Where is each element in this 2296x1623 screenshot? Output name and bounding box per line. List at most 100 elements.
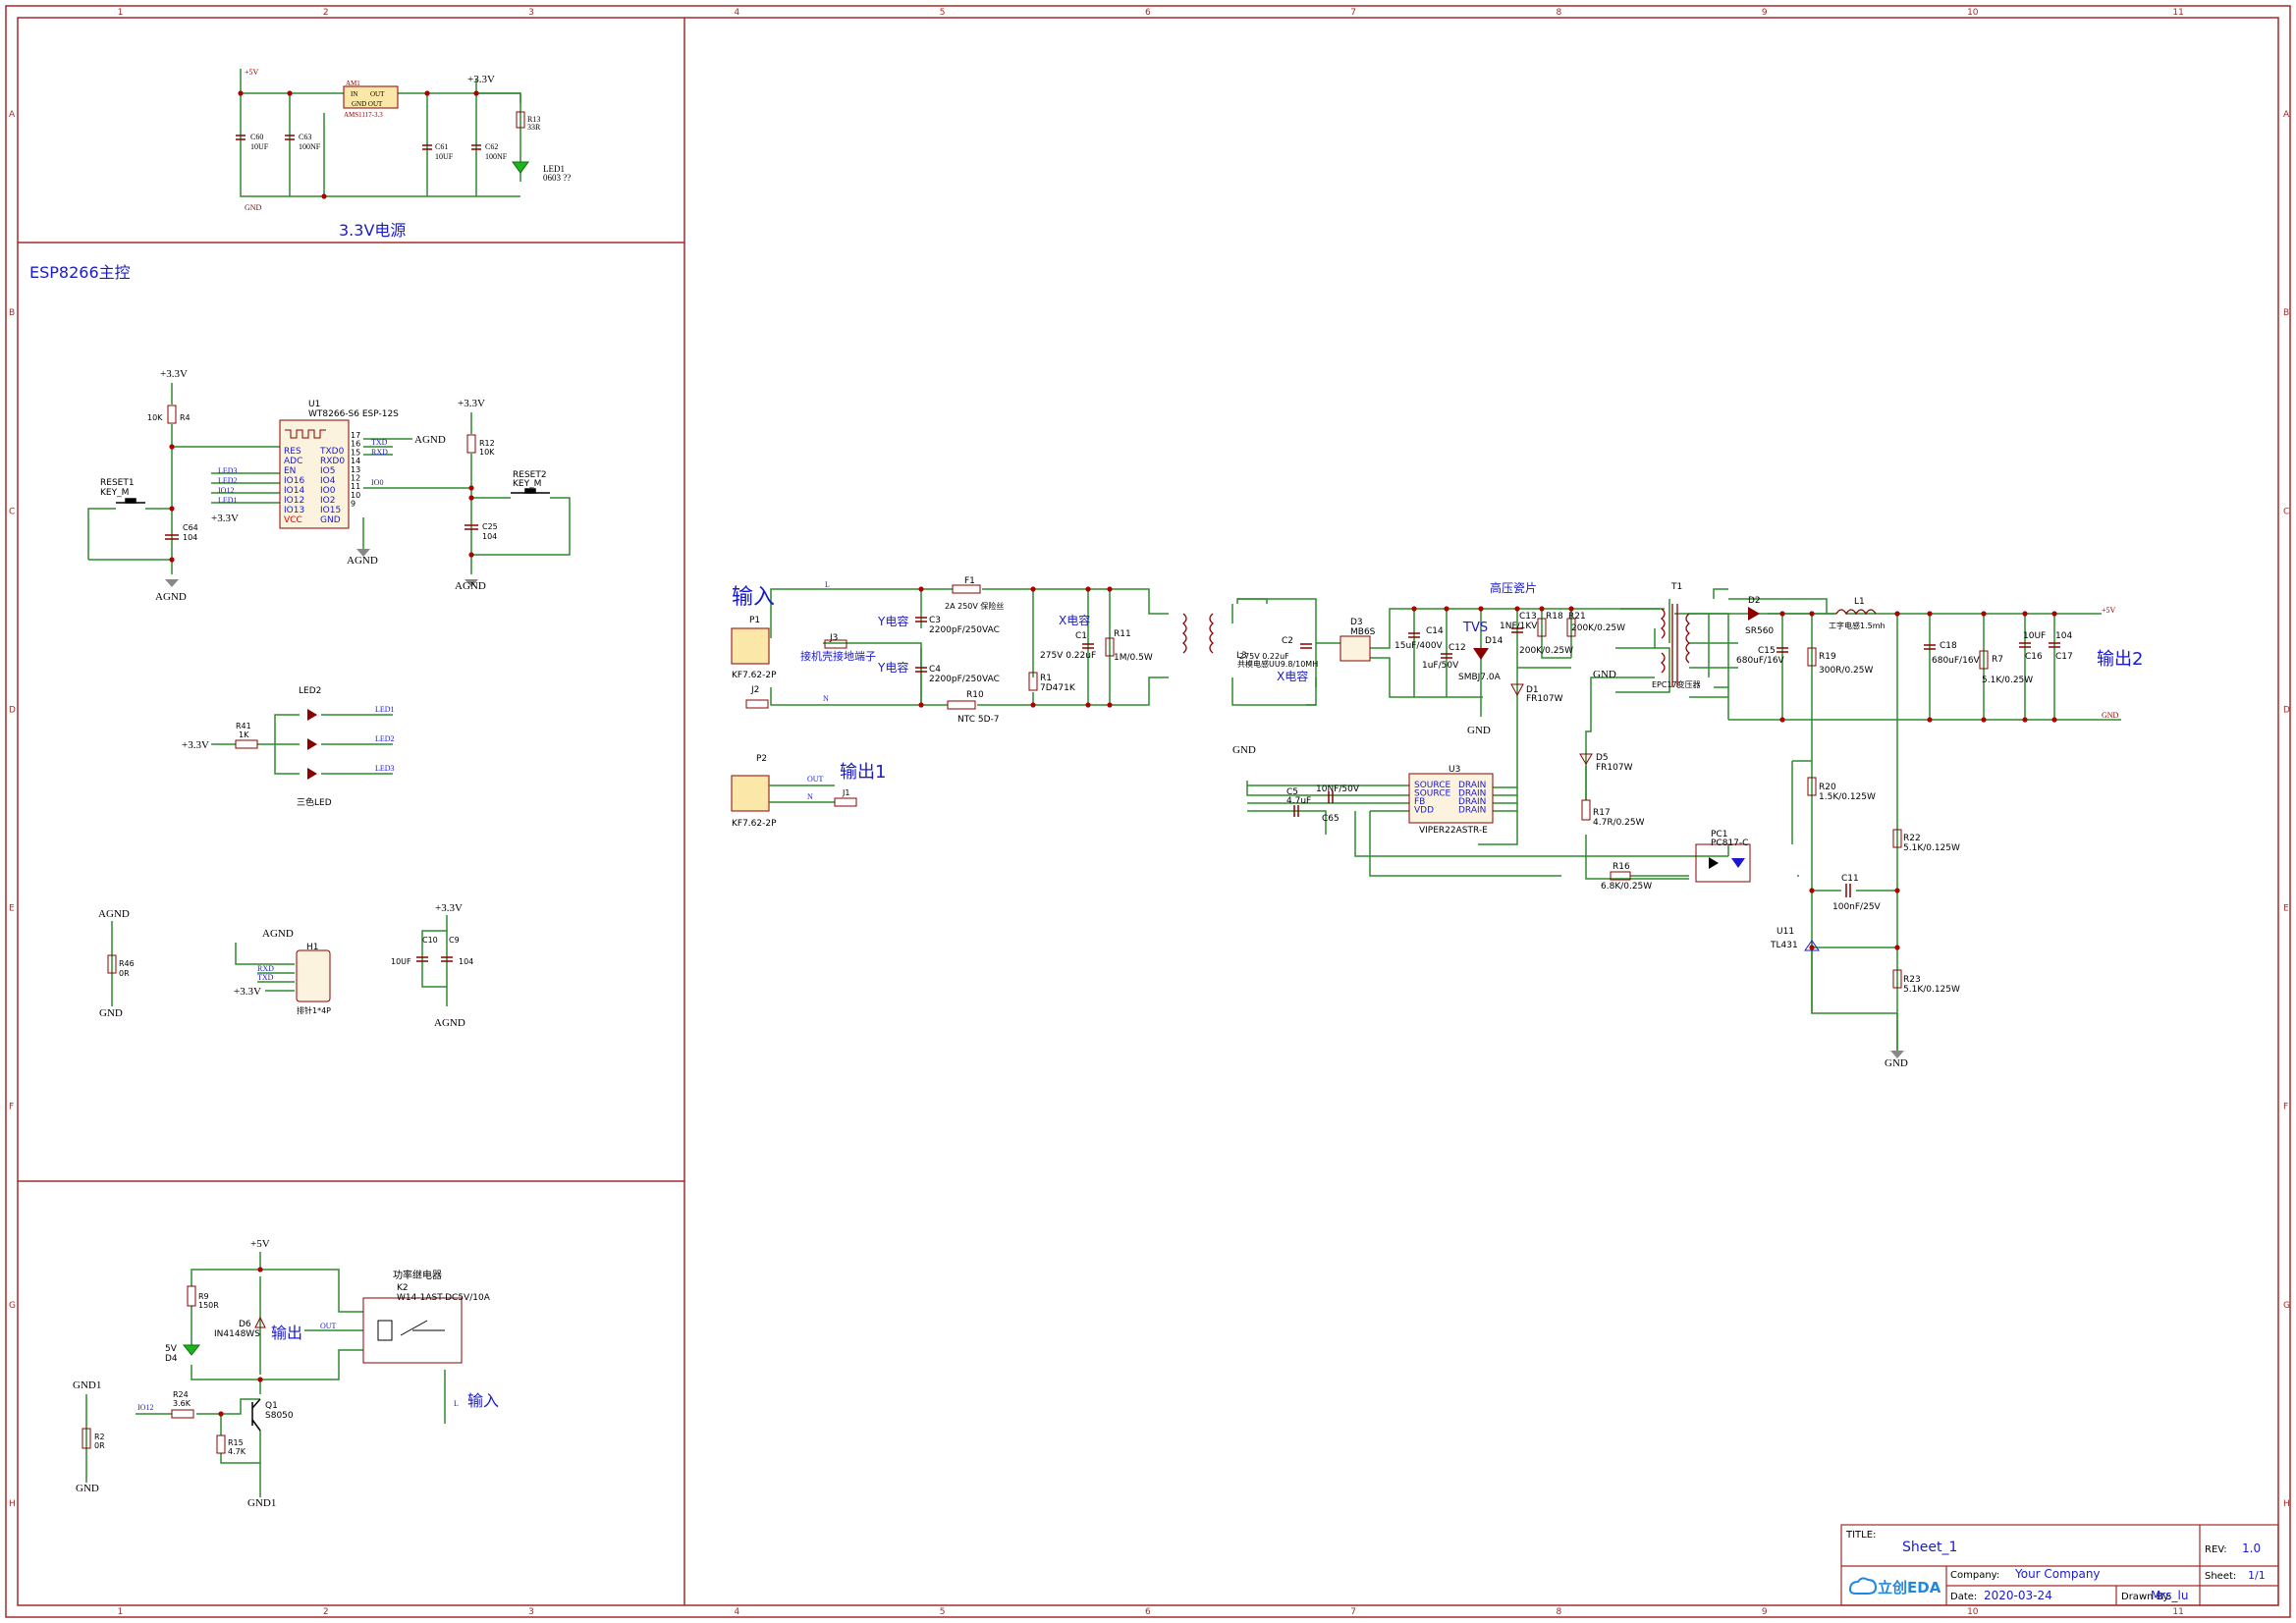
reset2-ref: RESET2 [513,470,547,480]
frame-col-label: 3 [528,8,534,18]
net-5v-label: +5V [245,68,259,77]
cap-c63 [285,135,295,140]
junction-dot [321,193,327,199]
led2-green-icon [307,738,317,750]
r15-value: 4.7K [228,1447,246,1456]
y-cap-label-1: Y电容 [877,614,908,628]
junction-dot [169,444,175,450]
frame-col-label: 6 [1145,1607,1151,1617]
relay-k2 [362,1297,463,1364]
junction-dot [1539,606,1545,612]
d6-diode-icon [254,1316,266,1328]
resistor-r22 [1892,829,1902,848]
c3-ref: C3 [929,616,941,625]
junction-dot [1107,586,1113,592]
tb-drawn: Mrs_lu [2151,1589,2188,1602]
tb-date-label: Date: [1950,1592,1977,1602]
j3-ref: J3 [829,633,838,643]
r22-ref: R22 [1903,834,1921,843]
r46-ref: R46 [119,959,135,968]
r41-value: 1K [239,730,249,739]
p1-value: KF7.62-2P [732,671,777,680]
cap-c2 [1300,643,1312,649]
u1-left-pin-label: IO16 [284,476,304,486]
transistor-q1 [251,1398,261,1432]
u1-pin-number: 16 [351,440,360,449]
connector-j2 [745,699,769,709]
schottky-d2-icon [1748,607,1760,621]
resistor-r15 [216,1434,226,1454]
h1-ref: H1 [306,943,319,952]
junction-dot [473,90,479,96]
reset2-switch [511,488,550,494]
u1-left-pin-label: EN [284,466,296,476]
reset1-switch [116,498,145,504]
c3-value: 2200pF/250VAC [929,625,1000,635]
shunt-u11-icon [1804,940,1820,951]
frame-col-label: 6 [1145,8,1151,18]
j2-ref: J2 [750,685,759,695]
net-led2-led2: LED2 [375,734,395,743]
junction-dot [1894,945,1900,950]
am1-regulator: AM1 IN OUT GND OUT AMS1117-3.3 [343,80,399,119]
u1-left-pin-label: RES [284,447,301,457]
c63-ref: C63 [299,133,311,141]
net-l-relay: L [454,1399,459,1408]
r4-ref: R4 [180,413,191,422]
ic-u3-viper [1408,773,1494,824]
resistor-r12 [466,434,476,454]
frame-col-label: 11 [2172,8,2183,18]
r7-value: 5.1K/0.25W [1982,676,2033,685]
resistor-r21 [1566,618,1576,637]
net-n-p1: N [823,694,829,703]
net-gnd-r46: GND [99,1007,123,1019]
l1-ref: L1 [1854,597,1865,607]
net-agnd-1: AGND [155,591,187,603]
p2-value: KF7.62-2P [732,819,777,829]
resistor-r24 [171,1409,194,1419]
frame-row-label: B [2283,308,2289,318]
net-33v-h1: +3.3V [234,986,261,998]
net-txd: TXD [371,438,388,447]
frame-row-label: A [9,110,16,120]
u1-pin-number: 12 [351,474,360,483]
esp-u1-module: U1 WT8266-S6 ESP-12S RESADCENIO16IO14IO1… [279,400,399,529]
tb-date: 2020-03-24 [1984,1589,2052,1602]
tb-company-label: Company: [1950,1570,1999,1581]
junction-dot [1809,888,1815,893]
r16-value: 6.8K/0.25W [1601,882,1652,892]
cap-c64 [165,534,179,540]
r21-value: 200K/0.25W [1571,623,1625,633]
c17-ref: C17 [2055,652,2073,662]
u3-value: VIPER22ASTR-E [1419,826,1488,836]
section-title-power33: 3.3V电源 [339,221,406,240]
resistor-r2 [82,1428,91,1449]
frame-row-label: G [2283,1301,2290,1311]
u3-right-pin-label: DRAIN [1458,781,1486,790]
r18-ref: R18 [1546,612,1563,622]
u1-pin-number: 10 [351,491,360,500]
r13-ref: R13 [527,115,540,124]
tb-sheet: 1/1 [2248,1569,2266,1582]
d3-ref: D3 [1350,618,1363,627]
u1-right-pin-label: IO15 [320,506,341,515]
r41-ref: R41 [236,722,251,730]
am1-pin-out: OUT [370,90,385,98]
resistor-r19 [1807,647,1817,667]
junction-dot [287,90,293,96]
connector-j1 [834,797,857,807]
frame-row-label: G [9,1301,16,1311]
c25-value: 104 [482,532,497,541]
am1-pin-in: IN [351,90,357,98]
u1-right-pin-label: IO4 [320,476,336,486]
c65-ref: C65 [1322,814,1339,824]
led2-value: 三色LED [297,796,332,808]
d5-ref: D5 [1596,753,1609,763]
u3-left-pin-label: SOURCE [1414,789,1450,799]
cap-c62 [471,144,481,150]
frame-col-label: 5 [940,8,946,18]
output2-label: 输出2 [2097,649,2143,670]
frame-row-label: C [9,507,15,516]
